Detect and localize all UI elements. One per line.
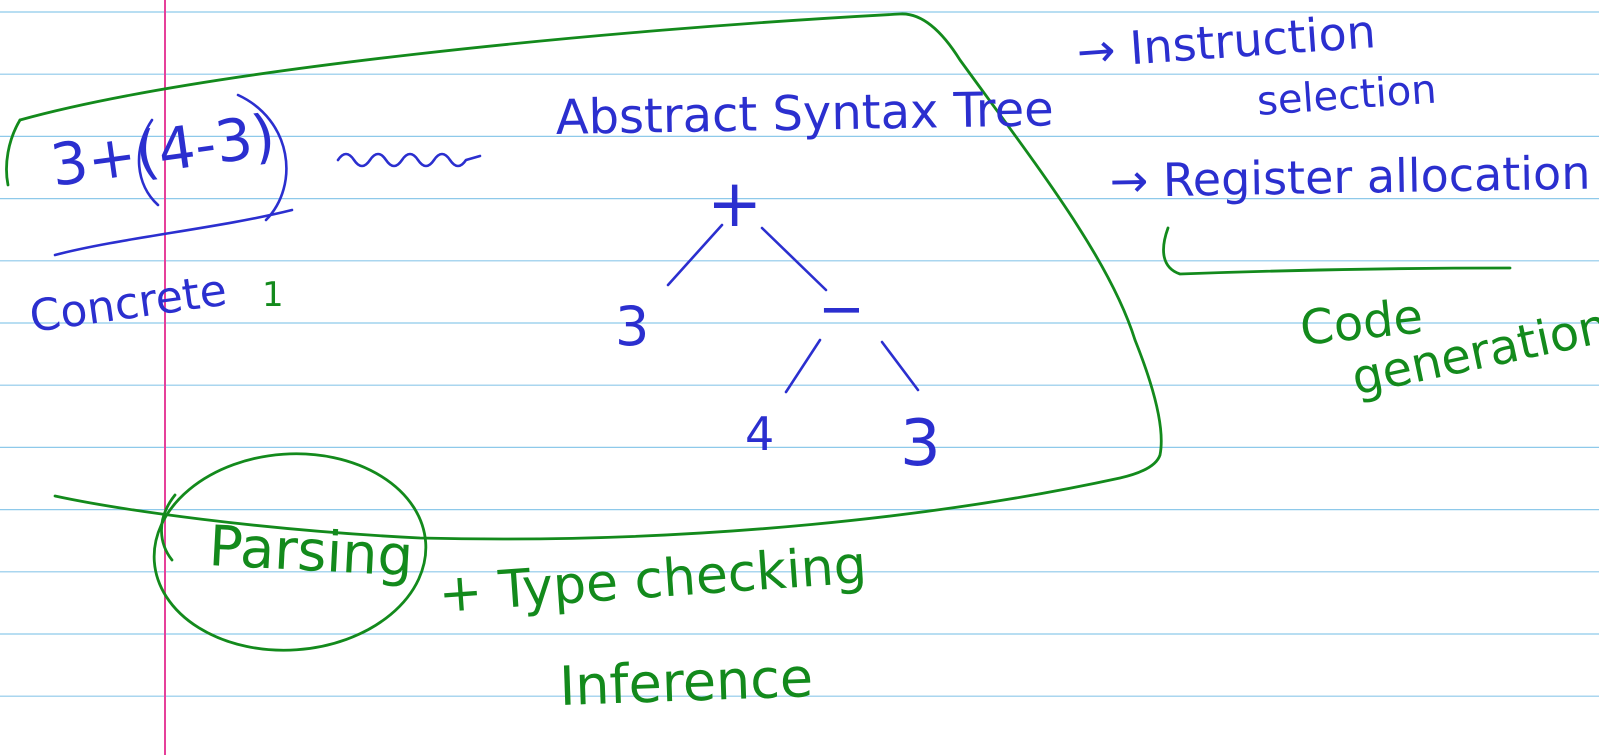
selection-label: selection [1255,67,1438,125]
expression-text: 3+(4-3) [46,101,279,200]
tree-edge-root-left [666,223,724,287]
tick-mark: 1 [262,275,284,315]
ast-enclosure-left-hook [5,118,22,187]
tree-edge-minus-left [784,338,822,394]
tree-edge-minus-right [880,340,920,392]
tree-four: 4 [745,407,774,461]
tree-edge-root-right [760,226,828,292]
concrete-label: Concrete [26,265,229,343]
instruction-label: → Instruction [1075,4,1377,79]
ast-title: Abstract Syntax Tree [555,81,1054,146]
tree-right-three: 3 [900,407,941,481]
register-allocation-label: → Register allocation [1109,146,1591,208]
parsing-paren [160,493,177,562]
code-generation-bracket [1162,226,1512,276]
expression-paren-right [236,93,288,222]
type-checking-label: + Type checking [437,535,869,625]
parsing-label: Parsing [207,514,414,590]
tree-minus: − [818,277,865,342]
code-label: Code [1297,288,1425,357]
inference-label: Inference [558,646,814,718]
expression-underline [53,208,294,257]
transform-squiggle [336,152,482,168]
expression-paren-left [137,118,160,207]
tree-left-three: 3 [615,295,649,358]
parsing-circle [152,452,428,652]
tree-root-plus: + [707,165,762,242]
